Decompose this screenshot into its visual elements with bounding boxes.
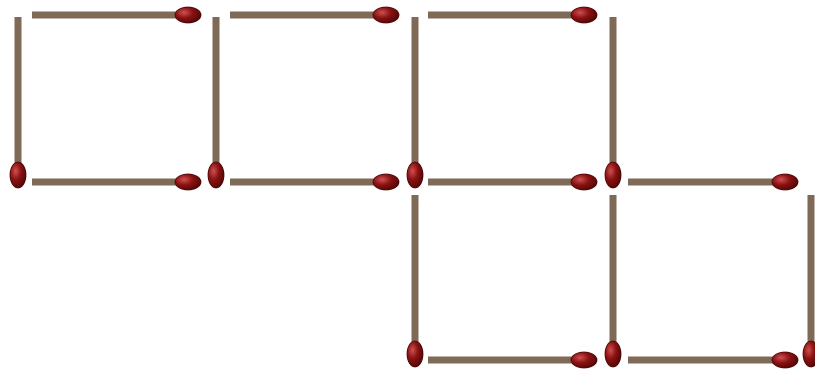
match-head bbox=[571, 7, 597, 23]
match-head bbox=[373, 174, 399, 190]
match-head bbox=[571, 352, 597, 368]
match-head bbox=[407, 341, 423, 367]
match-head bbox=[373, 7, 399, 23]
match-head bbox=[175, 7, 201, 23]
match-head bbox=[605, 341, 621, 367]
match-head bbox=[772, 174, 798, 190]
match-head bbox=[208, 162, 224, 188]
match-head bbox=[10, 162, 26, 188]
match-head bbox=[407, 162, 423, 188]
match-head bbox=[571, 174, 597, 190]
match-head bbox=[175, 174, 201, 190]
match-head bbox=[803, 341, 815, 367]
match-head bbox=[605, 162, 621, 188]
match-head bbox=[772, 352, 798, 368]
